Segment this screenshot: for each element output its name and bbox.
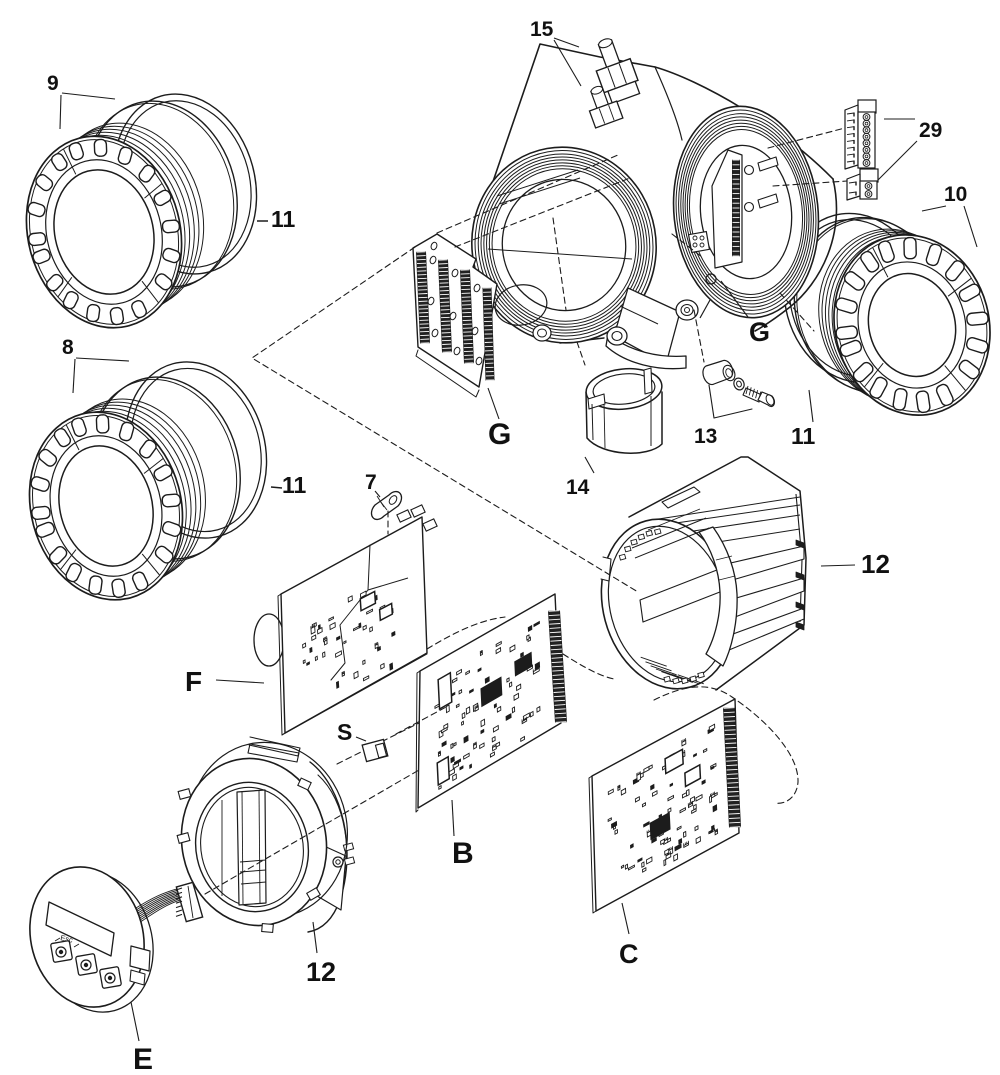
svg-text:G: G (488, 418, 511, 451)
svg-text:9: 9 (47, 72, 59, 95)
svg-text:G: G (749, 317, 770, 347)
svg-text:29: 29 (919, 119, 942, 142)
svg-text:11: 11 (282, 472, 307, 498)
svg-text:E: E (133, 1043, 153, 1070)
svg-text:C: C (619, 939, 639, 969)
svg-text:10: 10 (944, 183, 967, 206)
svg-text:F: F (185, 666, 202, 697)
svg-text:S: S (337, 719, 352, 745)
svg-text:11: 11 (791, 423, 816, 449)
svg-text:12: 12 (861, 549, 890, 579)
svg-text:14: 14 (566, 476, 590, 499)
svg-text:8: 8 (62, 336, 74, 359)
svg-text:11: 11 (271, 206, 296, 232)
svg-text:7: 7 (365, 471, 377, 494)
svg-text:15: 15 (530, 18, 554, 41)
svg-text:13: 13 (694, 425, 717, 448)
svg-text:12: 12 (306, 957, 336, 987)
svg-text:B: B (452, 837, 474, 870)
